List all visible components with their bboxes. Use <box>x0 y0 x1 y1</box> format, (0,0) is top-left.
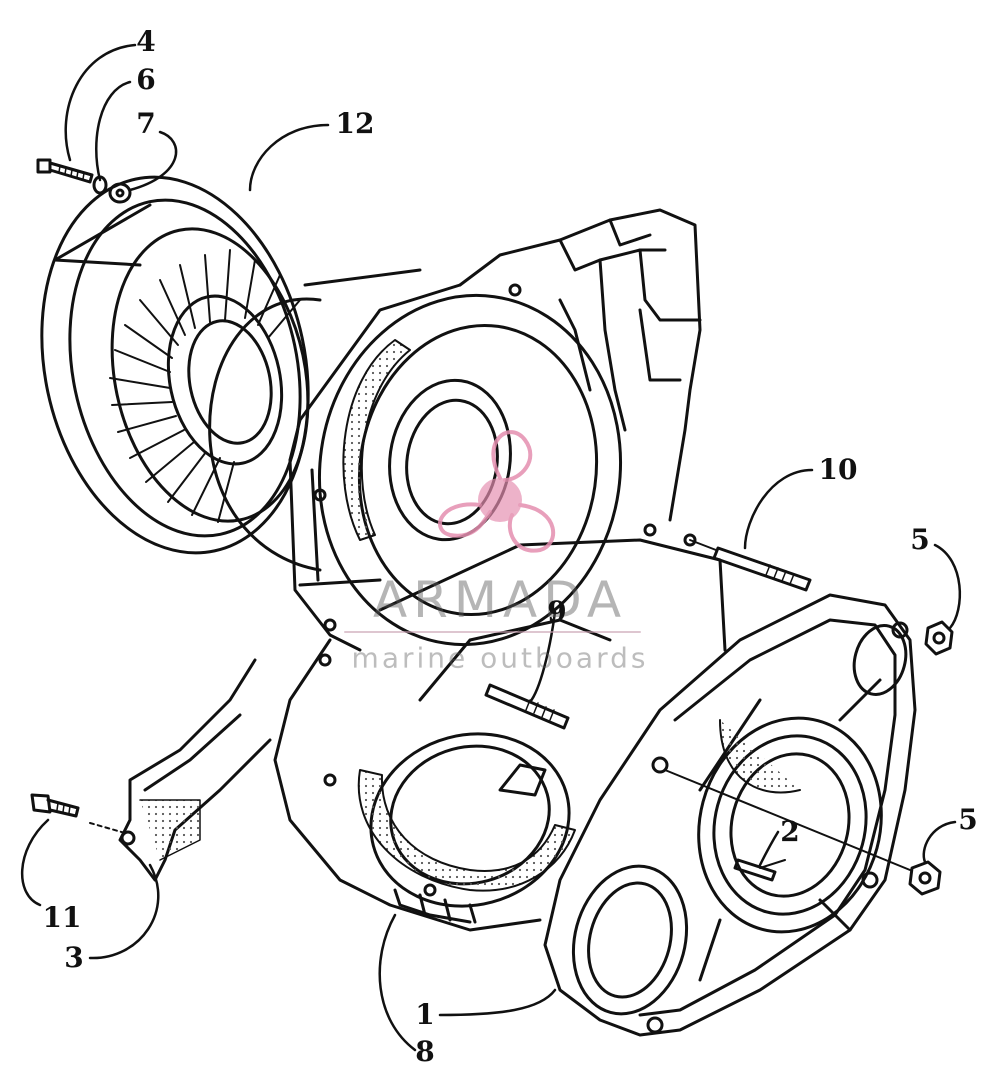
callout-12: 12 <box>335 107 375 140</box>
bolt-11 <box>30 793 126 834</box>
callout-4: 4 <box>136 25 156 58</box>
bearing-plate <box>543 593 917 1037</box>
callout-6: 6 <box>136 63 156 96</box>
fan-cover <box>40 175 310 555</box>
stud-10 <box>689 539 812 592</box>
callout-2: 2 <box>780 815 800 848</box>
bolt-assembly-top <box>36 158 132 204</box>
flywheel-drum <box>208 268 422 587</box>
callout-11: 11 <box>42 901 82 934</box>
nut-5-upper <box>924 620 954 656</box>
axis-line <box>664 769 911 871</box>
callout-10: 10 <box>818 453 858 486</box>
callout-8: 8 <box>415 1035 435 1068</box>
callout-5-lower: 5 <box>958 803 978 836</box>
main-housing <box>273 208 727 932</box>
callout-5-upper: 5 <box>910 523 930 556</box>
leader-lines <box>20 43 961 1052</box>
watermark-subtitle: marine outboards <box>351 641 649 675</box>
callout-7: 7 <box>136 107 156 140</box>
callout-1: 1 <box>415 998 435 1031</box>
side-bracket <box>118 658 272 882</box>
callout-3: 3 <box>64 941 84 974</box>
watermark-title: ARMADA <box>372 571 628 629</box>
stud-2 <box>733 858 786 882</box>
stud-9 <box>484 683 570 730</box>
propeller-icon <box>438 430 556 553</box>
nut-5-lower <box>908 860 942 896</box>
callout-9: 9 <box>547 595 567 628</box>
